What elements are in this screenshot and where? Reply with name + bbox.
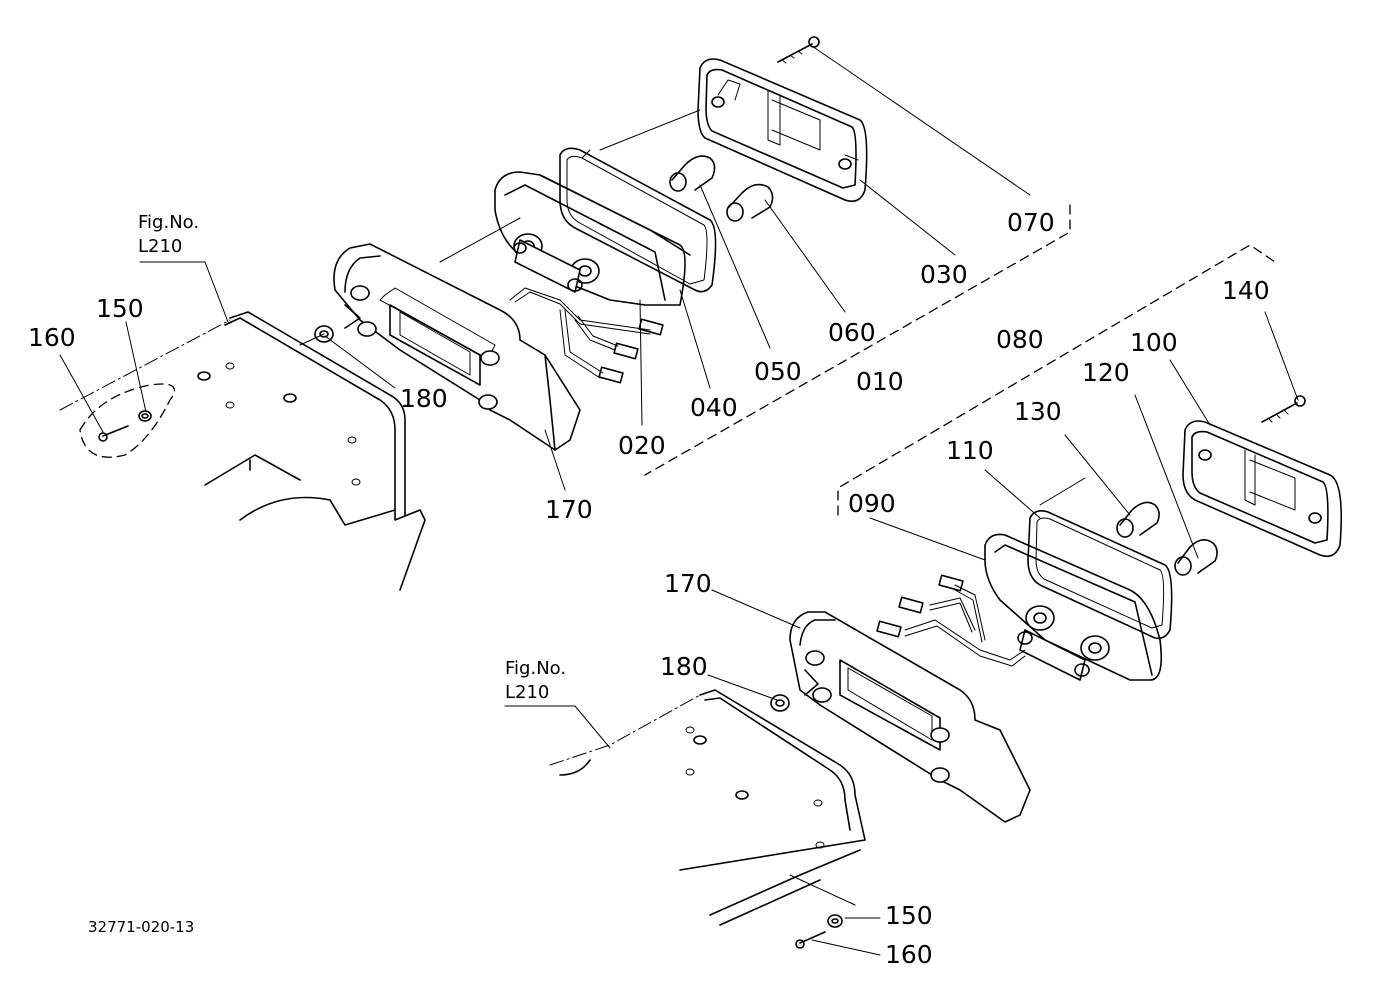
bracket-170-lower	[789, 611, 1031, 823]
label-140: 140	[1222, 276, 1270, 305]
figure-ref-upper: Fig.No. L210	[138, 212, 199, 257]
gasket-lens-upper	[559, 147, 717, 293]
label-160-lower: 160	[885, 940, 933, 969]
screw-washer-upper	[79, 383, 176, 458]
lens-cover-030	[697, 58, 868, 203]
label-170-upper: 170	[545, 495, 593, 524]
gasket-110	[1027, 510, 1173, 640]
figure-ref-lower-number: L210	[505, 682, 549, 703]
bulb-120	[1174, 539, 1218, 576]
label-070: 070	[1007, 208, 1055, 237]
label-160-upper: 160	[28, 323, 76, 352]
label-130: 130	[1014, 397, 1062, 426]
label-120: 120	[1082, 358, 1130, 387]
bulb-050	[669, 155, 716, 192]
label-050: 050	[754, 357, 802, 386]
fender-lower	[549, 689, 866, 926]
label-100: 100	[1130, 328, 1178, 357]
label-030: 030	[920, 260, 968, 289]
lamp-base-040	[494, 171, 691, 384]
figure-ref-lower-title: Fig.No.	[505, 658, 566, 679]
label-090: 090	[848, 489, 896, 518]
label-020: 020	[618, 431, 666, 460]
leader-lines	[59, 45, 1299, 956]
label-170-lower: 170	[664, 569, 712, 598]
figure-ref-lower: Fig.No. L210	[505, 658, 566, 703]
boundary-upper	[644, 204, 1071, 476]
figure-ref-upper-title: Fig.No.	[138, 212, 199, 233]
label-080: 080	[996, 325, 1044, 354]
label-150-lower: 150	[885, 901, 933, 930]
label-180-upper: 180	[400, 384, 448, 413]
bulb-130	[1116, 501, 1160, 538]
figure-ref-upper-number: L210	[138, 236, 182, 257]
screw-140	[1261, 395, 1306, 423]
nut-180-lower	[770, 694, 790, 712]
label-010: 010	[856, 367, 904, 396]
label-060: 060	[828, 318, 876, 347]
nut-180-upper	[299, 325, 334, 346]
label-180-lower: 180	[660, 652, 708, 681]
drawing-code: 32771-020-13	[88, 918, 194, 936]
label-150-upper: 150	[96, 294, 144, 323]
bulb-060	[726, 183, 774, 222]
lamp-base-090	[876, 533, 1163, 681]
lens-cover-100	[1182, 420, 1343, 558]
screw-070	[777, 36, 820, 64]
fender-upper-left	[59, 311, 426, 591]
label-040: 040	[690, 393, 738, 422]
label-110: 110	[946, 436, 994, 465]
bracket-170-upper	[333, 243, 581, 451]
screw-washer-lower	[795, 914, 843, 949]
